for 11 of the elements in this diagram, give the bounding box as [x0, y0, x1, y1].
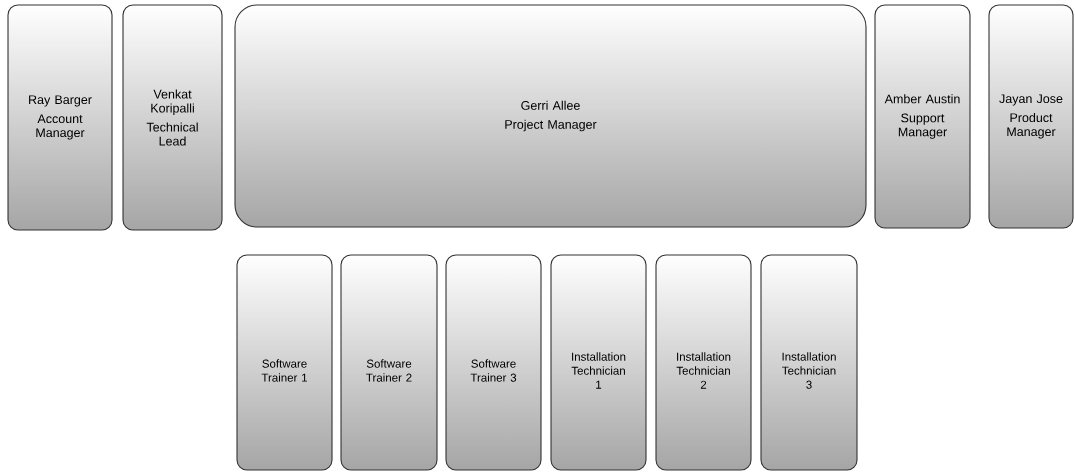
person-box: Venkat Koripalli Technical Lead — [122, 4, 223, 231]
person-box: Jayan Jose Product Manager — [988, 4, 1074, 229]
person-box: Installation Technician 3 — [760, 254, 858, 471]
person-box: Software Trainer 3 — [445, 254, 542, 471]
person-box: Installation Technician 2 — [655, 254, 752, 471]
person-box: Amber Austin Support Manager — [874, 4, 971, 229]
person-box: Installation Technician 1 — [550, 254, 647, 471]
person-box: Gerri Allee Project Manager — [234, 4, 867, 228]
person-box: Software Trainer 1 — [236, 254, 333, 471]
person-box: Software Trainer 2 — [340, 254, 438, 471]
person-box: Ray Barger Account Manager — [7, 4, 113, 231]
